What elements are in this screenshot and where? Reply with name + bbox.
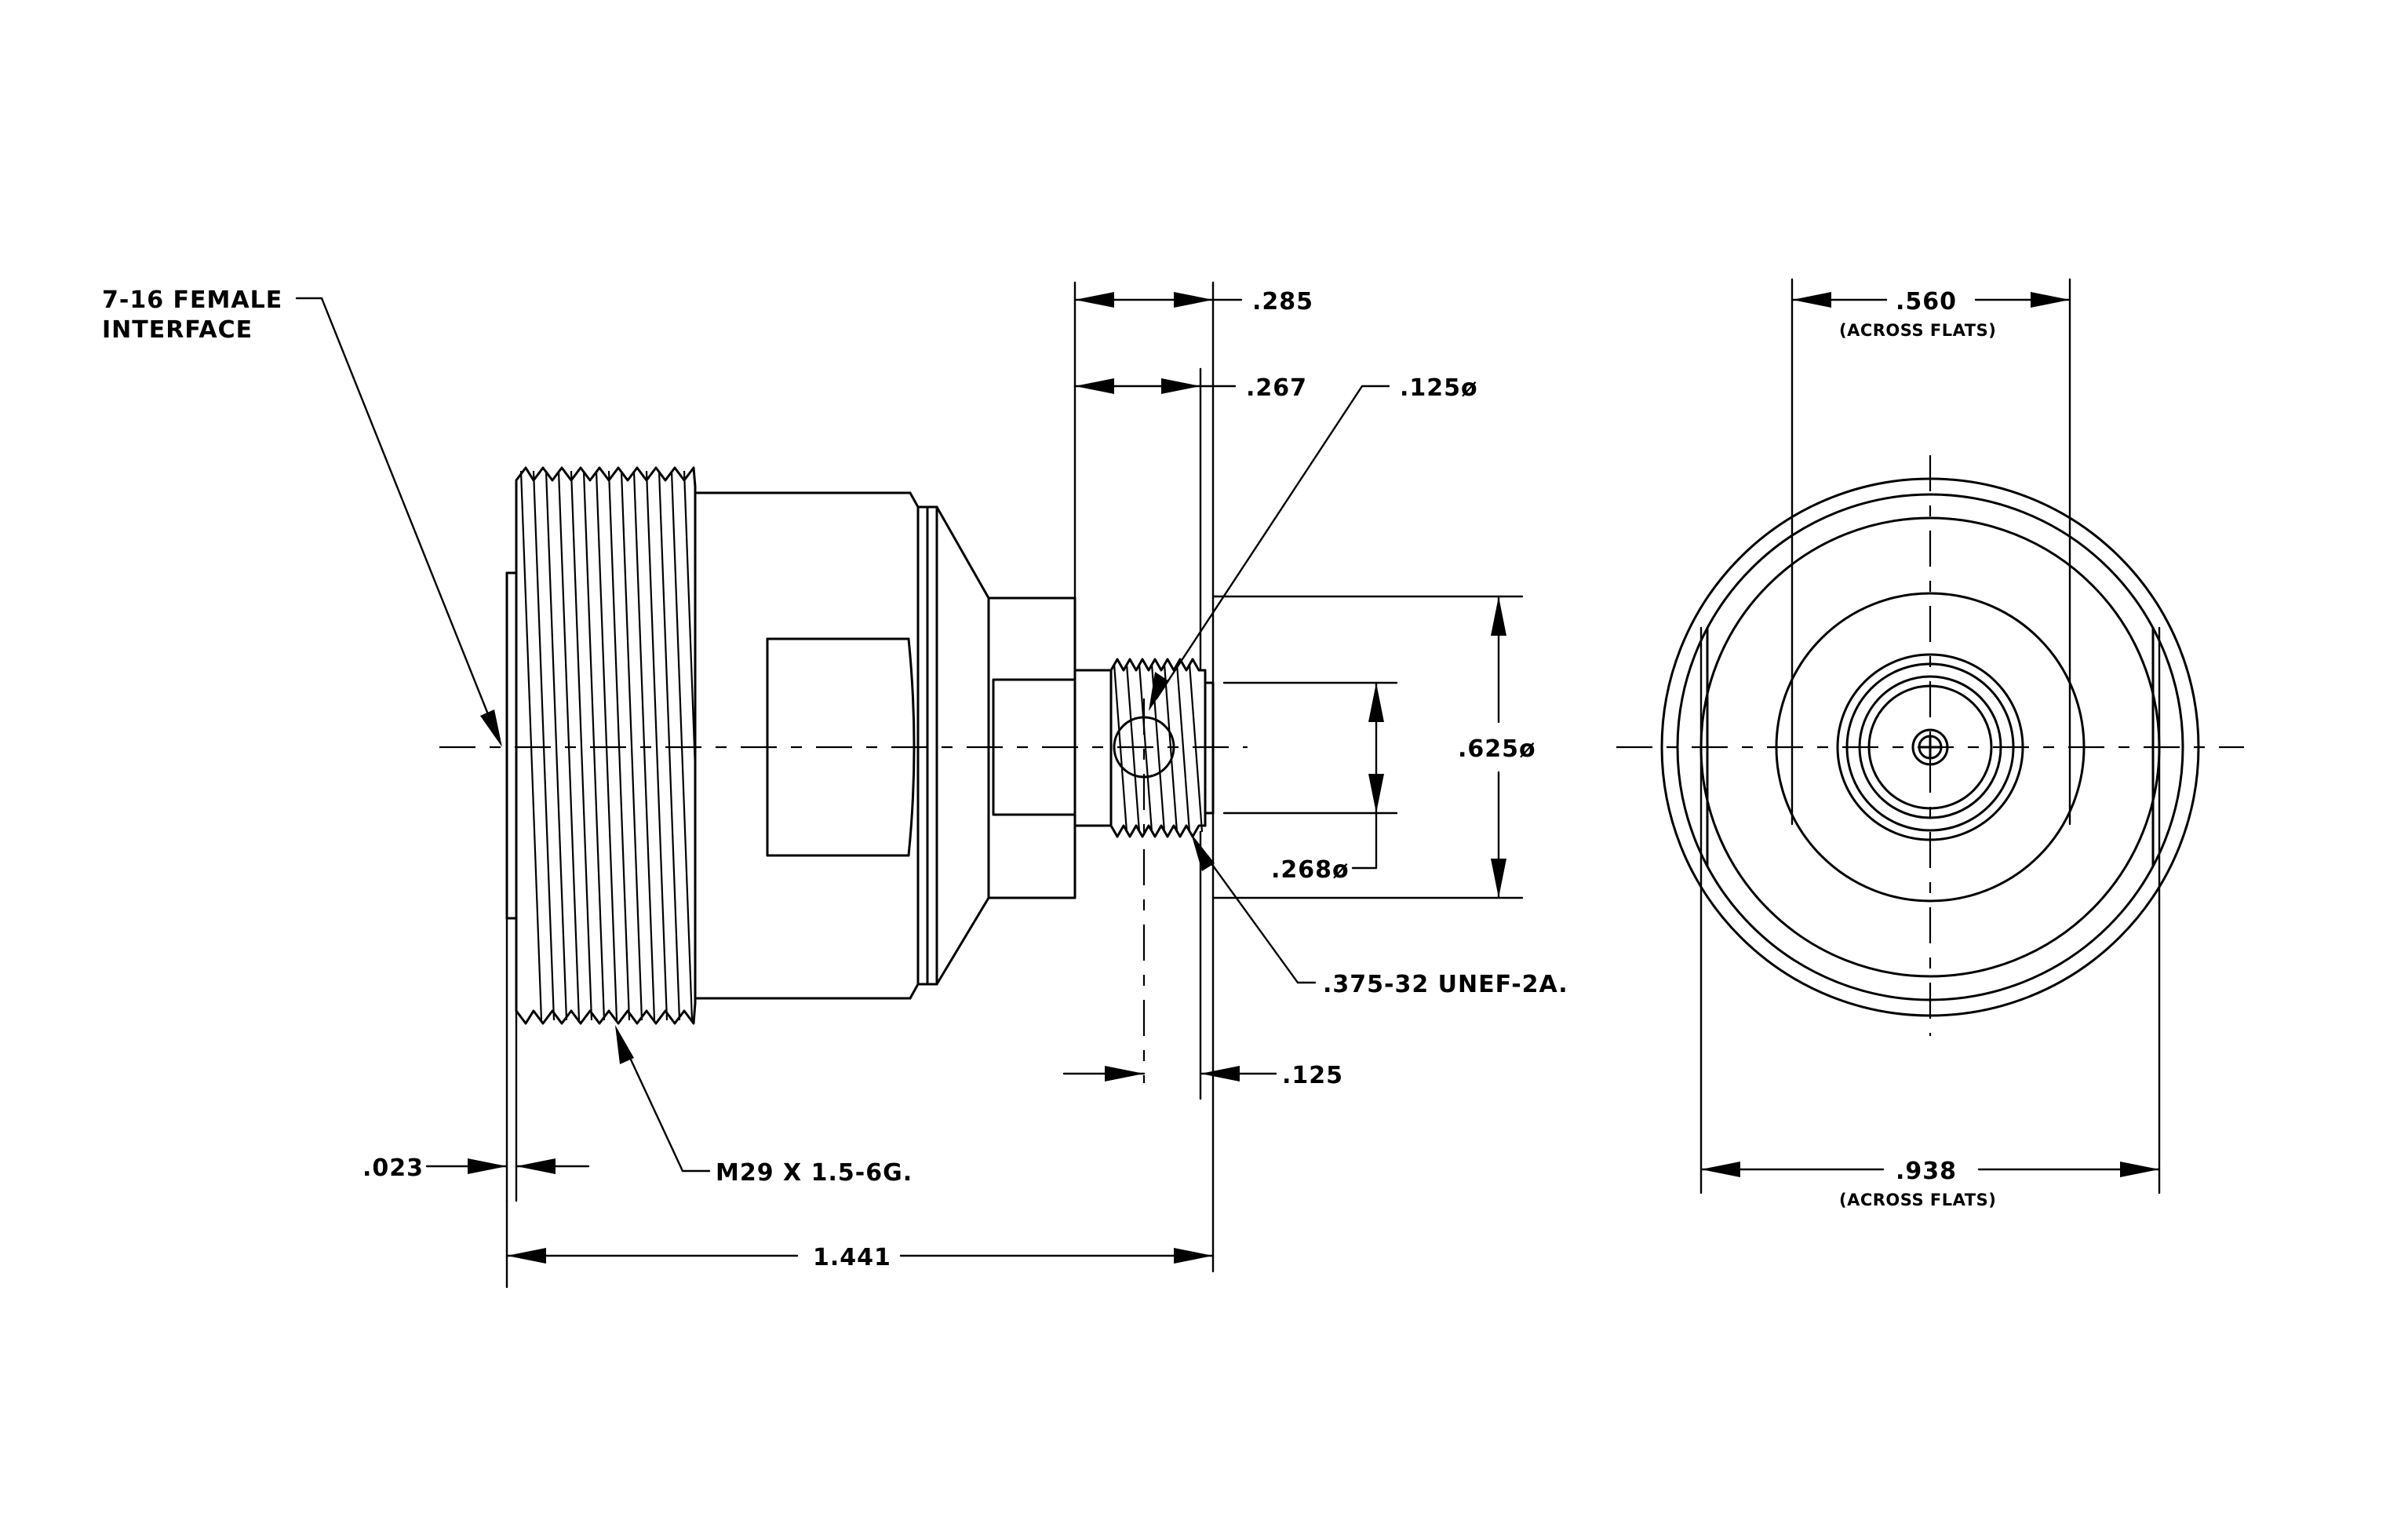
- side-view: .285 .267 .125ø .625ø: [102, 281, 1568, 1289]
- dim-625: .625ø: [1458, 595, 1536, 899]
- dim-267: .267: [1073, 374, 1307, 402]
- interface-label-line1: 7-16 FEMALE: [102, 286, 282, 314]
- dim-285: .285: [1073, 288, 1313, 316]
- dim-285-label: .285: [1252, 288, 1313, 316]
- dim-023-label: .023: [362, 1154, 424, 1182]
- leader-interface: 7-16 FEMALE INTERFACE: [102, 286, 502, 747]
- dim-125-label: .125: [1282, 1062, 1343, 1089]
- dim-268: .268ø: [1271, 681, 1384, 884]
- dim-938-label: .938: [1896, 1158, 1957, 1185]
- threaded-nut: [505, 466, 697, 1025]
- threaded-stud: [1073, 658, 1215, 838]
- leader-hole: .125ø: [1149, 374, 1478, 711]
- hex-body: [694, 491, 920, 1000]
- metric-thread-label: M29 X 1.5-6G.: [716, 1159, 913, 1187]
- dim-023: .023: [362, 1154, 590, 1182]
- unef-thread-label: .375-32 UNEF-2A.: [1323, 971, 1568, 998]
- dim-1441: 1.441: [505, 1244, 1215, 1271]
- dim-625-label: .625ø: [1458, 735, 1536, 763]
- thread-lines: [519, 470, 697, 1021]
- dim-1441-label: 1.441: [813, 1244, 891, 1271]
- hole-dia-label: .125ø: [1400, 374, 1478, 402]
- extension-lines: [505, 281, 1524, 1289]
- dim-125: .125: [1062, 1062, 1343, 1089]
- dim-268-label: .268ø: [1271, 856, 1350, 884]
- dim-560-label: .560: [1896, 288, 1957, 316]
- leader-unef: .375-32 UNEF-2A.: [1191, 833, 1568, 998]
- dim-938: .938 (ACROSS FLATS): [1699, 1158, 2161, 1209]
- dim-267-label: .267: [1246, 374, 1307, 402]
- end-view: .560 (ACROSS FLATS) .938 (ACROSS FLATS): [1616, 278, 2244, 1209]
- across-flats-top: (ACROSS FLATS): [1839, 321, 1996, 340]
- across-flats-bottom: (ACROSS FLATS): [1839, 1191, 1996, 1209]
- flange: [916, 505, 990, 986]
- interface-label-line2: INTERFACE: [102, 316, 253, 344]
- dim-560: .560 (ACROSS FLATS): [1791, 288, 2071, 340]
- leader-metric-thread: M29 X 1.5-6G.: [615, 1025, 913, 1187]
